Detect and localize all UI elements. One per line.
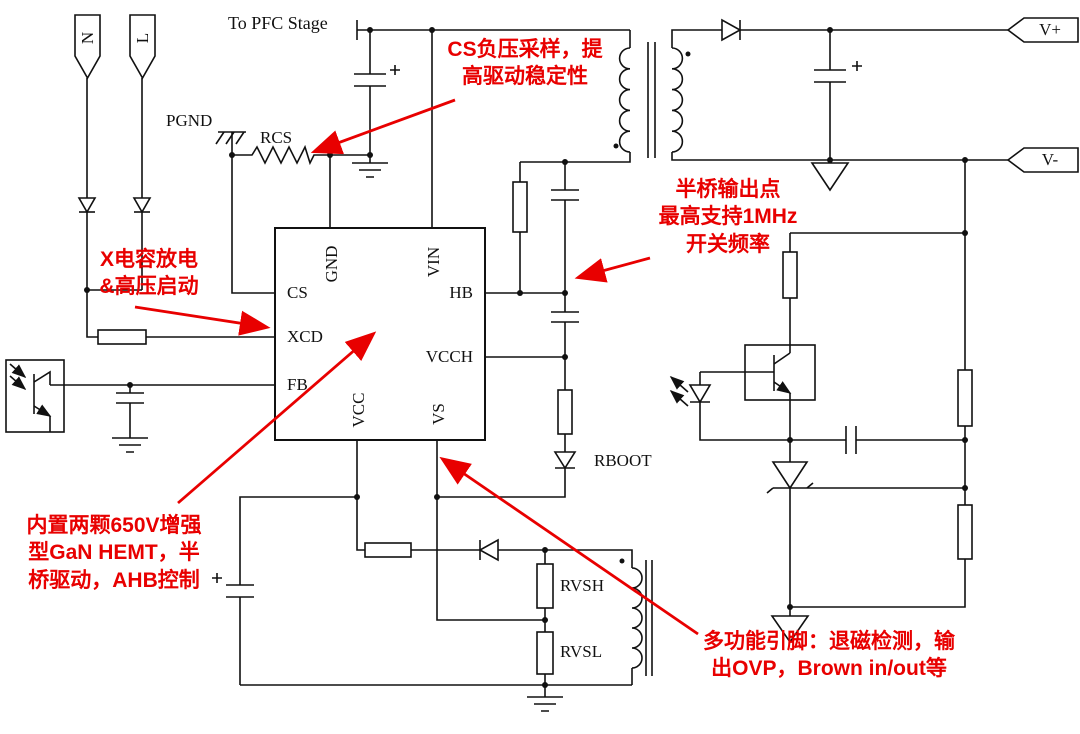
cs-pin-wire xyxy=(231,155,275,294)
to-pfc-stage-label: To PFC Stage xyxy=(228,13,328,33)
annotation-line: 内置两颗650V增强 xyxy=(26,514,202,537)
main-transformer xyxy=(520,29,1008,163)
opto-led-icon xyxy=(688,384,712,404)
arrow-to-ic xyxy=(177,331,377,505)
annotation-line: 多功能引脚：退磁检测，输 xyxy=(703,630,955,653)
aux-ground-icon xyxy=(527,696,563,712)
ic-pin-vcch: VCCH xyxy=(425,347,473,366)
annotation-line: 半桥输出点 xyxy=(675,178,781,201)
plus-polarity-icon xyxy=(212,573,222,583)
arrow-to-vs-pin xyxy=(439,456,699,636)
annotation-arrows xyxy=(134,98,699,636)
fb-filter-cap xyxy=(112,385,148,453)
output-terminal-flags xyxy=(1006,17,1079,173)
ic-pin-gnd: GND xyxy=(322,245,341,283)
v-plus-label: V+ xyxy=(1039,20,1061,39)
ic-pin-xcd: XCD xyxy=(287,327,323,346)
plus-polarity-icon xyxy=(852,61,862,71)
input-rectifier-diodes xyxy=(77,78,152,291)
vs-divider xyxy=(436,440,563,712)
output-capacitor xyxy=(810,30,862,192)
rboot-label: RBOOT xyxy=(594,451,652,470)
vcc-network xyxy=(212,440,632,686)
input-n-label: N xyxy=(78,31,97,45)
annotation-line: &高压启动 xyxy=(99,275,199,299)
annotation-line: 桥驱动，AHB控制 xyxy=(28,568,200,592)
halfbridge-capacitor xyxy=(551,293,579,357)
annotation-line: 最高支持1MHz xyxy=(658,205,798,229)
annotation-line: 型GaN HEMT，半 xyxy=(28,541,200,565)
annotation-half-bridge: 半桥输出点 最高支持1MHz 开关频率 xyxy=(638,176,818,258)
annotation-cs-sampling: CS负压采样，提 高驱动稳定性 xyxy=(430,36,620,91)
annotation-multi-function: 多功能引脚：退磁检测，输 出OVP，Brown in/out等 xyxy=(664,628,994,683)
ic-pin-cs: CS xyxy=(287,283,308,302)
controller-ic-body xyxy=(274,227,486,441)
annotation-line: X电容放电 xyxy=(99,248,198,271)
feedback-ground-icon xyxy=(770,615,810,644)
v-minus-label: V- xyxy=(1041,150,1059,169)
annotation-line: 高驱动稳定性 xyxy=(462,65,588,89)
annotation-x-cap: X电容放电 &高压启动 xyxy=(78,246,220,301)
pfc-rail xyxy=(356,20,630,40)
bulk-capacitor xyxy=(354,30,400,155)
snubber-network xyxy=(512,162,579,293)
rvsl-label: RVSL xyxy=(560,642,603,661)
fb-optocoupler xyxy=(5,359,275,433)
rvsh-label: RVSH xyxy=(560,576,604,595)
annotation-gan-hemt: 内置两颗650V增强 型GaN HEMT，半 桥驱动，AHB控制 xyxy=(4,512,224,594)
aux-winding xyxy=(545,549,653,685)
pgnd-earth-ground-icon xyxy=(215,131,246,155)
input-l-label: L xyxy=(133,32,152,44)
output-diode xyxy=(721,18,1008,42)
annotation-line: 出OVP，Brown in/out等 xyxy=(711,657,947,681)
rcs-label: RCS xyxy=(260,128,293,147)
annotation-line: 开关频率 xyxy=(686,232,770,256)
primary-ground-icon xyxy=(352,155,388,178)
ic-pin-vin: VIN xyxy=(424,246,443,278)
bootstrap-network xyxy=(437,357,577,498)
pgnd-label: PGND xyxy=(166,111,213,130)
xcd-resistor xyxy=(86,290,275,345)
ic-pin-vcc: VCC xyxy=(349,392,368,428)
fb-ground-icon xyxy=(112,437,148,453)
plus-polarity-icon xyxy=(390,65,400,75)
input-terminal-flags xyxy=(74,14,156,80)
arrow-to-rcs xyxy=(310,98,456,155)
feedback-network xyxy=(669,233,965,644)
ic-pin-hb: HB xyxy=(449,283,473,302)
rcs-resistor xyxy=(232,144,370,166)
circuit-lines xyxy=(5,14,1079,712)
arrow-to-hb-node xyxy=(574,256,651,283)
annotation-line: CS负压采样，提 xyxy=(447,38,603,61)
junction-dots xyxy=(84,27,968,688)
ic-pin-fb: FB xyxy=(287,375,308,394)
tl431-icon xyxy=(771,461,809,490)
arrow-to-xcd-pin xyxy=(134,305,271,336)
ic-pin-vs: VS xyxy=(429,403,448,425)
